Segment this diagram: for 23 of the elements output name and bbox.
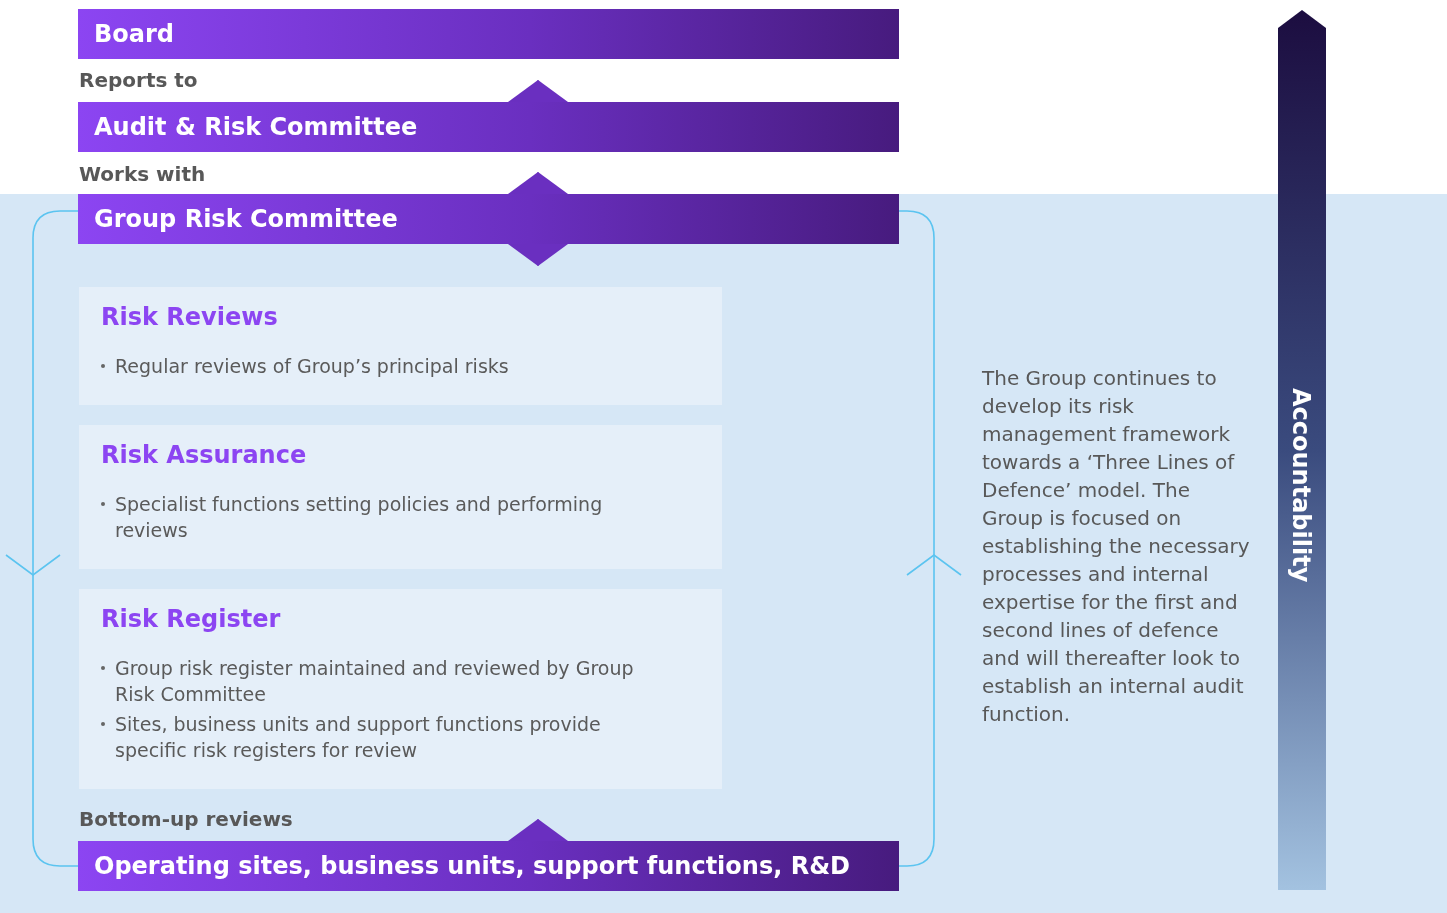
relation-label: Bottom-up reviews [79, 806, 293, 833]
chevron-arrow [508, 243, 568, 267]
bullet-text: Regular reviews of Group’s principal risks [115, 354, 509, 379]
card-heading: Risk Reviews [101, 303, 279, 331]
process-card [79, 425, 722, 569]
level-bar: Board [78, 9, 899, 59]
chevron-arrow [508, 818, 568, 842]
process-card [79, 287, 722, 405]
bullet-text: Specialist functions setting policies and performing reviews [115, 492, 604, 543]
relation-label: Reports to [79, 67, 198, 94]
note-text: The Group continues to develop its risk management framework towards a ‘Three Lines of Defence’ model. The Group is focused on establishing the necessary processes and internal expertise for the first and second lines of defence and will thereafter look to establish an internal audit function. [982, 365, 1251, 728]
chevron-arrow [508, 171, 568, 195]
bullet-text: Group risk register maintained and reviewed by Group Risk Committee [115, 656, 635, 707]
process-card [79, 589, 722, 789]
bullet-text: Sites, business units and support functions provide specific risk registers for review [115, 712, 602, 763]
level-bar: Group Risk Committee [78, 194, 899, 244]
card-heading: Risk Assurance [101, 441, 308, 469]
axis-label: Accountability [1287, 388, 1315, 583]
level-bar: Operating sites, business units, support functions, R&D [78, 841, 899, 891]
card-heading: Risk Register [101, 605, 282, 633]
level-bar: Audit & Risk Committee [78, 102, 899, 152]
relation-label: Works with [79, 161, 206, 188]
chevron-arrow [508, 79, 568, 103]
